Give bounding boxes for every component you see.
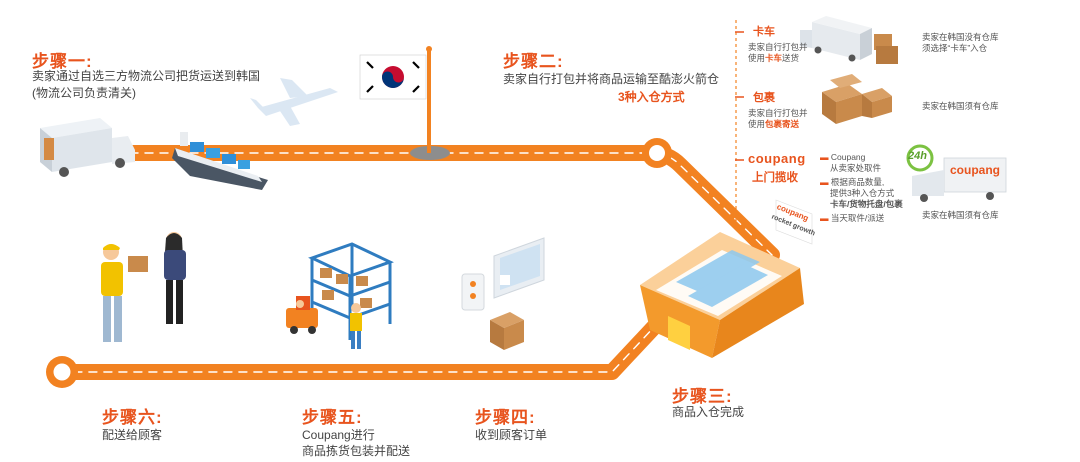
step5-text-line1: Coupang进行 [302,428,375,442]
airplane-icon [250,78,338,126]
pickup-bullet1-line2: 从卖家处取件 [830,163,882,173]
option-truck-note2: 须选择“卡车”入仓 [922,43,988,53]
option-parcel-title: 包裹 [753,92,775,104]
pickup-bullet1: ▬ Coupang [820,152,866,162]
coupang-logo: coupang [748,151,806,166]
step3-title: 步骤三: [672,387,733,406]
step5-title: 步骤五: [302,408,363,427]
option-parcel-desc2: 使用包裹寄送 [748,119,800,129]
24h-badge-label: 24h [908,150,927,162]
step2-title: 步骤二: [503,52,564,71]
warehouse-icon [640,199,813,358]
courier-icon [101,244,148,342]
step1-text-line1: 卖家通过自选三方物流公司把货运送到韩国 [32,69,261,83]
route-node-step6 [46,356,78,388]
option-truck-note1: 卖家在韩国没有仓库 [922,32,999,42]
pickup-bullet2: ▬ 根据商品数量, [820,177,885,187]
step6-text-line1: 配送给顾客 [102,428,163,442]
ship-icon [172,132,268,190]
option-boxes-icon [822,74,892,124]
step6-title: 步骤六: [102,408,163,427]
step4-text-line1: 收到顾客订单 [475,428,548,442]
option-truck-desc1: 卖家自行打包并 [748,42,808,52]
step4-title: 步骤四: [475,408,536,427]
pickup-bullet2-line2: 提供3种入仓方式 [830,188,895,198]
step1-text-line2: (物流公司负责清关) [32,86,136,100]
option-truck-title: 卡车 [753,26,775,38]
coupang-truck-icon [912,157,1007,202]
truck-icon [40,118,135,177]
korea-flag-icon [359,46,450,160]
option-parcel-desc1: 卖家自行打包并 [748,108,808,118]
24h-badge-icon [906,144,934,172]
pickup-bullet2-line3: 卡车/货物托盘/包裹 [830,199,903,209]
step3-text-line1: 商品入仓完成 [672,405,745,419]
shelf-boxes [320,268,372,308]
step2-text-line2: 3种入仓方式 [618,90,685,104]
step2-text-line1: 卖家自行打包并将商品运输至酷澎火箭仓 [503,72,720,86]
forklift-icon [286,296,318,334]
step4-box-icon [490,312,524,350]
coupang-truck-brand: coupang [950,163,1000,177]
pickup-bullet3: ▬ 当天取件/派送 [820,213,885,223]
step5-text-line2: 商品拣货包装并配送 [302,444,411,458]
customer-icon [164,232,186,324]
option-truck-desc2: 使用卡车送货 [748,53,800,63]
option-pickup-note1: 卖家在韩国须有仓库 [922,210,999,220]
option-parcel-note1: 卖家在韩国须有仓库 [922,101,999,111]
worker-icon [350,303,362,349]
route-node-step2 [642,138,672,168]
step1-title: 步骤一: [32,52,93,71]
option-truck-icon [800,16,898,64]
monitor-icon [461,237,545,311]
option-pickup-title: 上门揽收 [752,172,798,184]
